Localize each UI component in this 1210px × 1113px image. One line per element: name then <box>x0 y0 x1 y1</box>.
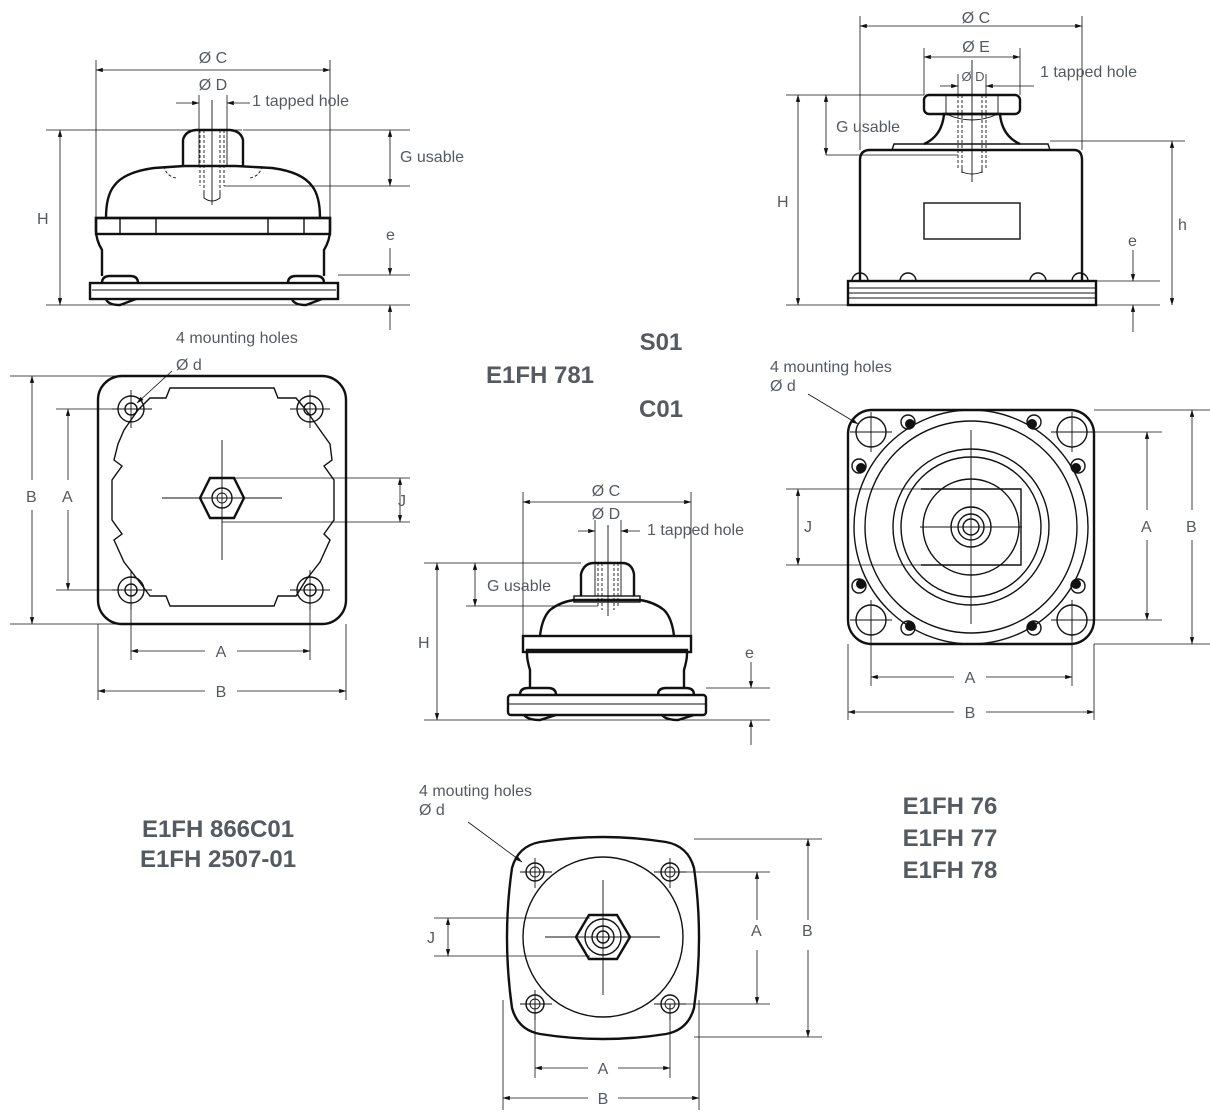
label-g-usable-right: G usable <box>836 119 900 136</box>
model-title-c01: C01 <box>639 396 683 423</box>
side-view-top-left <box>46 60 410 330</box>
label-b-horizontal-right: B <box>965 705 976 722</box>
model-title-s01: S01 <box>640 329 683 356</box>
plan-view-left <box>10 370 410 700</box>
label-mounting-holes-right: 4 mounting holes <box>770 359 892 376</box>
model-title-e1fh-78: E1FH 78 <box>903 857 998 884</box>
label-a-vertical-bottom: A <box>751 923 762 940</box>
label-a-vertical: A <box>62 489 73 506</box>
label-a-horizontal: A <box>216 644 227 661</box>
model-title-e1fh-2507-01: E1FH 2507-01 <box>140 846 296 873</box>
label-dia-d-center: Ø D <box>592 506 620 523</box>
label-e: e <box>386 227 395 244</box>
model-title-e1fh-866c01: E1FH 866C01 <box>142 816 294 843</box>
label-e-right: e <box>1128 233 1137 250</box>
plan-view-bottom <box>434 821 822 1110</box>
label-j: J <box>398 493 406 510</box>
label-b-vertical-right: B <box>1186 519 1197 536</box>
plan-view-right <box>786 393 1210 720</box>
side-view-top-right <box>786 16 1185 332</box>
label-j-bottom: J <box>427 930 435 947</box>
label-j-right: J <box>804 519 812 536</box>
label-b-horizontal-bottom: B <box>598 1091 609 1108</box>
label-h-height-center: H <box>418 635 430 652</box>
label-a-horizontal-bottom: A <box>598 1061 609 1078</box>
label-dia-e: Ø E <box>962 39 990 56</box>
label-dia-small-d-right: Ø d <box>770 378 796 395</box>
label-a-vertical-right: A <box>1141 519 1152 536</box>
label-h-small: h <box>1178 217 1187 234</box>
side-view-center <box>424 492 770 745</box>
model-title-e1fh-781: E1FH 781 <box>486 362 594 389</box>
label-mouting-holes-bottom: 4 mouting holes <box>419 783 532 800</box>
label-dia-c-right: Ø C <box>962 10 990 27</box>
label-h-height-right: H <box>777 194 789 211</box>
label-g-usable: G usable <box>400 149 464 166</box>
label-b-vertical-bottom: B <box>802 923 813 940</box>
label-b-horizontal: B <box>216 684 227 701</box>
label-dia-c: Ø C <box>199 50 227 67</box>
label-dia-small-d-bottom: Ø d <box>419 802 445 819</box>
label-mounting-holes: 4 mounting holes <box>176 330 298 347</box>
label-tapped-hole-center: 1 tapped hole <box>647 522 744 539</box>
model-title-e1fh-77: E1FH 77 <box>903 825 998 852</box>
model-title-e1fh-76: E1FH 76 <box>903 793 998 820</box>
label-dia-d-right: Ø D <box>961 69 984 84</box>
label-e-center: e <box>745 645 754 662</box>
label-h-height: H <box>37 211 49 228</box>
label-tapped-hole: 1 tapped hole <box>252 93 349 110</box>
label-a-horizontal-right: A <box>965 670 976 687</box>
label-dia-c-center: Ø C <box>592 483 620 500</box>
label-b-vertical: B <box>26 489 37 506</box>
label-g-usable-center: G usable <box>487 578 551 595</box>
label-tapped-hole-right: 1 tapped hole <box>1040 64 1137 81</box>
label-dia-d: Ø D <box>199 77 227 94</box>
label-dia-small-d: Ø d <box>176 357 202 374</box>
